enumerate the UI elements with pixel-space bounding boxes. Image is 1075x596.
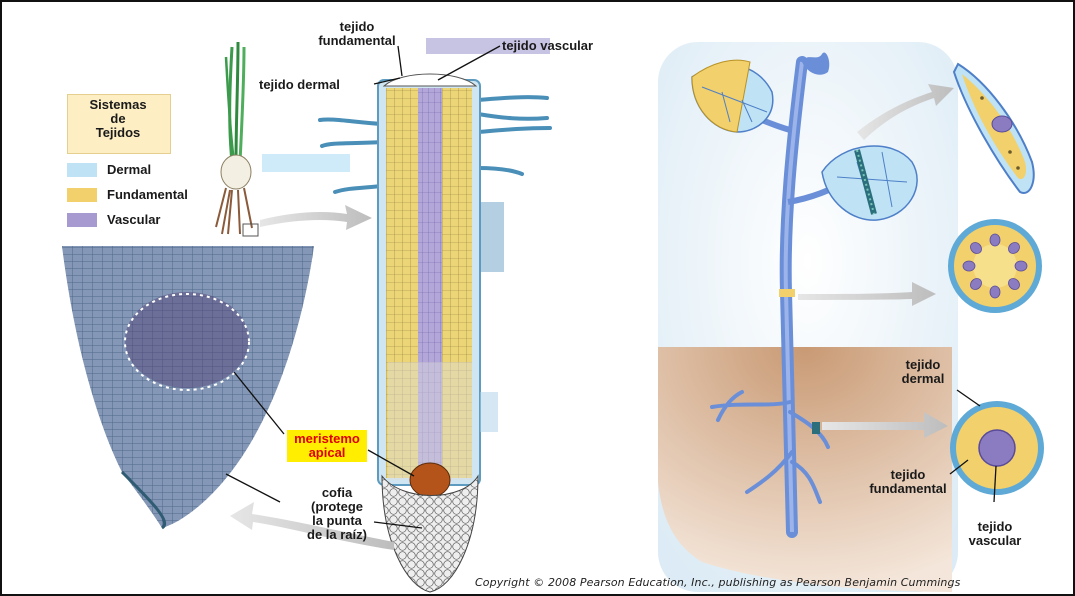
root-tip-micrograph xyxy=(62,246,314,528)
label-root-vascular: tejido vascular xyxy=(502,39,593,53)
whole-plant-drawing xyxy=(658,42,958,592)
leaf-cross-section-icon xyxy=(954,64,1034,193)
label-plant-fundamental: tejido fundamental xyxy=(860,468,956,496)
copyright-notice: Copyright © 2008 Pearson Education, Inc.… xyxy=(475,576,960,589)
dermal-overlay-strip xyxy=(480,202,504,272)
dermal-overlay-strip-2 xyxy=(480,392,498,432)
legend-label-vascular: Vascular xyxy=(107,212,161,227)
legend-title-text: Sistemas de Tejidos xyxy=(89,97,146,140)
legend-label-fundamental: Fundamental xyxy=(107,187,188,202)
legend-swatch-dermal xyxy=(67,163,97,177)
label-cofia: cofia (protege la punta de la raíz) xyxy=(292,486,382,542)
legend-title: Sistemas de Tejidos xyxy=(67,98,169,140)
root-cross-section-icon xyxy=(953,404,1041,492)
label-meristem-apical: meristemo apical xyxy=(287,430,367,462)
onion-plant-icon xyxy=(216,42,258,236)
label-plant-dermal: tejido dermal xyxy=(882,358,964,386)
label-root-fundamental: tejido fundamental xyxy=(307,20,407,48)
stem-cross-section-icon xyxy=(951,222,1039,310)
label-root-dermal: tejido dermal xyxy=(259,78,340,92)
zoom-arrow-icon xyxy=(260,205,372,230)
legend-label-dermal: Dermal xyxy=(107,162,151,177)
label-plant-vascular: tejido vascular xyxy=(957,520,1033,548)
legend-swatch-vascular xyxy=(67,213,97,227)
dermal-overlay-box xyxy=(262,154,350,172)
legend-swatch-fundamental xyxy=(67,188,97,202)
